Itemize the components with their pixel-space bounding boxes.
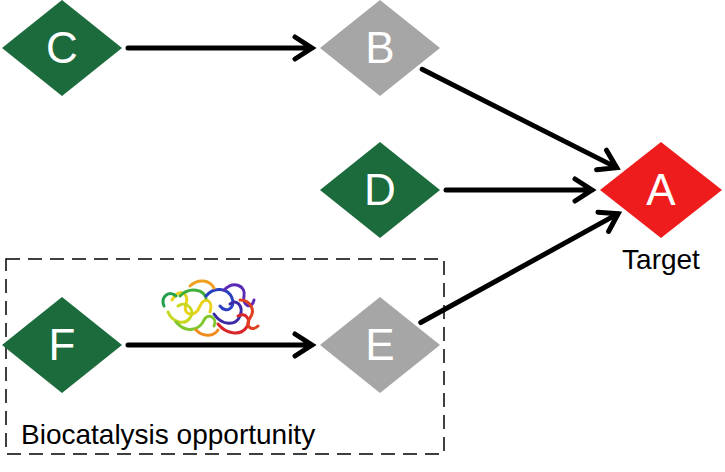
intermediate-diamond: B [320, 0, 440, 96]
intermediate-diamond: E [320, 297, 440, 393]
arrow-connector [446, 179, 592, 201]
start-diamond: C [2, 0, 122, 96]
region-label: Biocatalysis opportunity [21, 420, 315, 451]
node-letter: E [320, 297, 440, 393]
start-diamond: D [320, 142, 440, 238]
node-letter: C [2, 0, 122, 96]
node-caption: Target [580, 246, 725, 274]
arrow-connector [128, 37, 312, 59]
node-letter: F [2, 297, 122, 393]
arrow-connector [421, 212, 618, 322]
biocatalysis-region: Biocatalysis opportunity F E [5, 258, 445, 455]
target-diamond: ATarget [600, 142, 722, 238]
node-letter: D [320, 142, 440, 238]
node-letter: B [320, 0, 440, 96]
protein-ribbon [163, 281, 258, 335]
arrow-connector [128, 334, 312, 356]
node-letter: A [600, 142, 722, 238]
arrow-connector [422, 69, 617, 169]
start-diamond: F [2, 297, 122, 393]
